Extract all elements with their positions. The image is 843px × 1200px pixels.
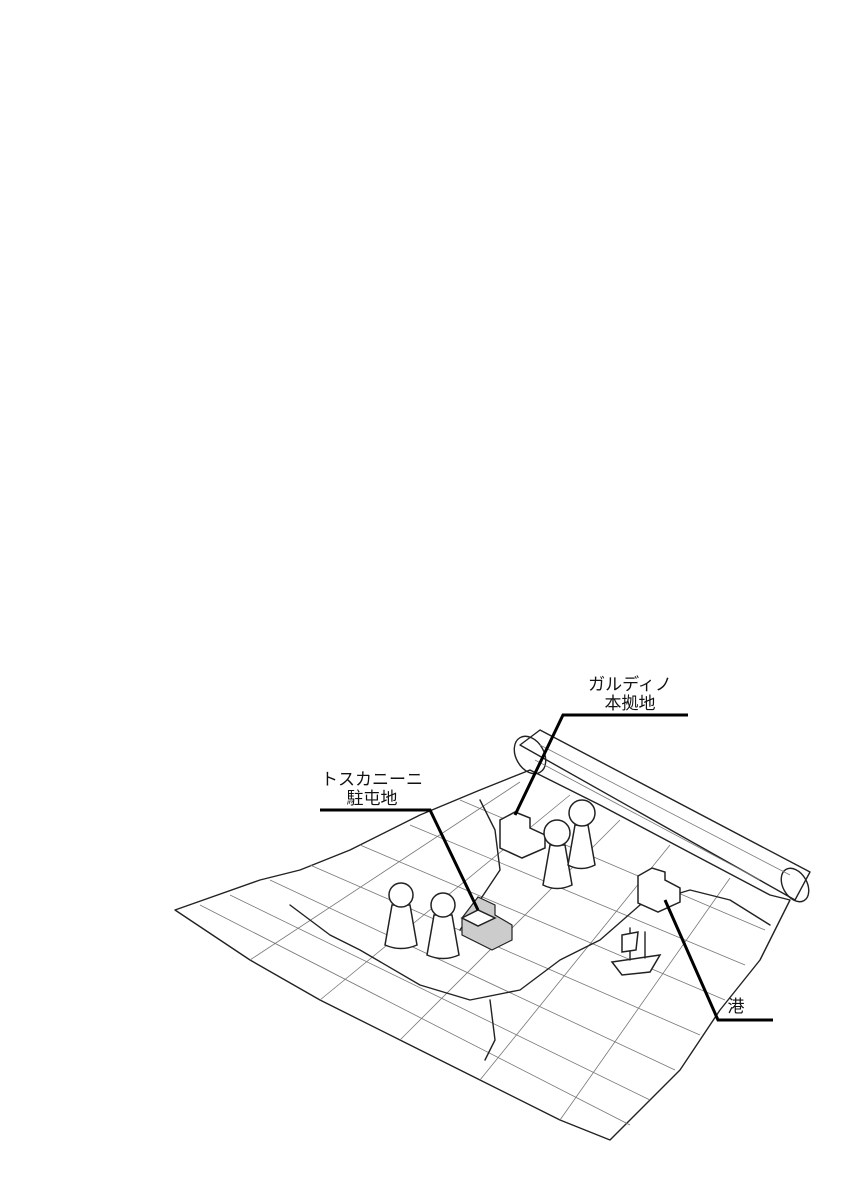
toscanini-pawn-2 — [426, 892, 460, 960]
toscanini-building — [460, 896, 513, 951]
gardino-sublabel: 本拠地 — [605, 694, 656, 714]
toscanini-sublabel: 駐屯地 — [347, 789, 398, 809]
ship-icon — [610, 927, 662, 976]
port-leader-line — [663, 899, 773, 1022]
port-label: 港 — [728, 997, 745, 1017]
gardino-pawn-1 — [542, 819, 573, 890]
toscanini-leader-line — [320, 808, 480, 911]
toscanini-label: トスカニーニ — [321, 770, 423, 790]
gardino-pawn-2 — [567, 799, 596, 870]
gardino-leader-line — [513, 713, 688, 816]
scroll-roll — [513, 729, 811, 903]
gardino-label: ガルディノ — [588, 674, 672, 695]
gardino-building — [499, 811, 546, 859]
port-building — [637, 867, 681, 913]
map-sheet — [174, 769, 791, 1141]
toscanini-pawn-1 — [384, 882, 418, 950]
